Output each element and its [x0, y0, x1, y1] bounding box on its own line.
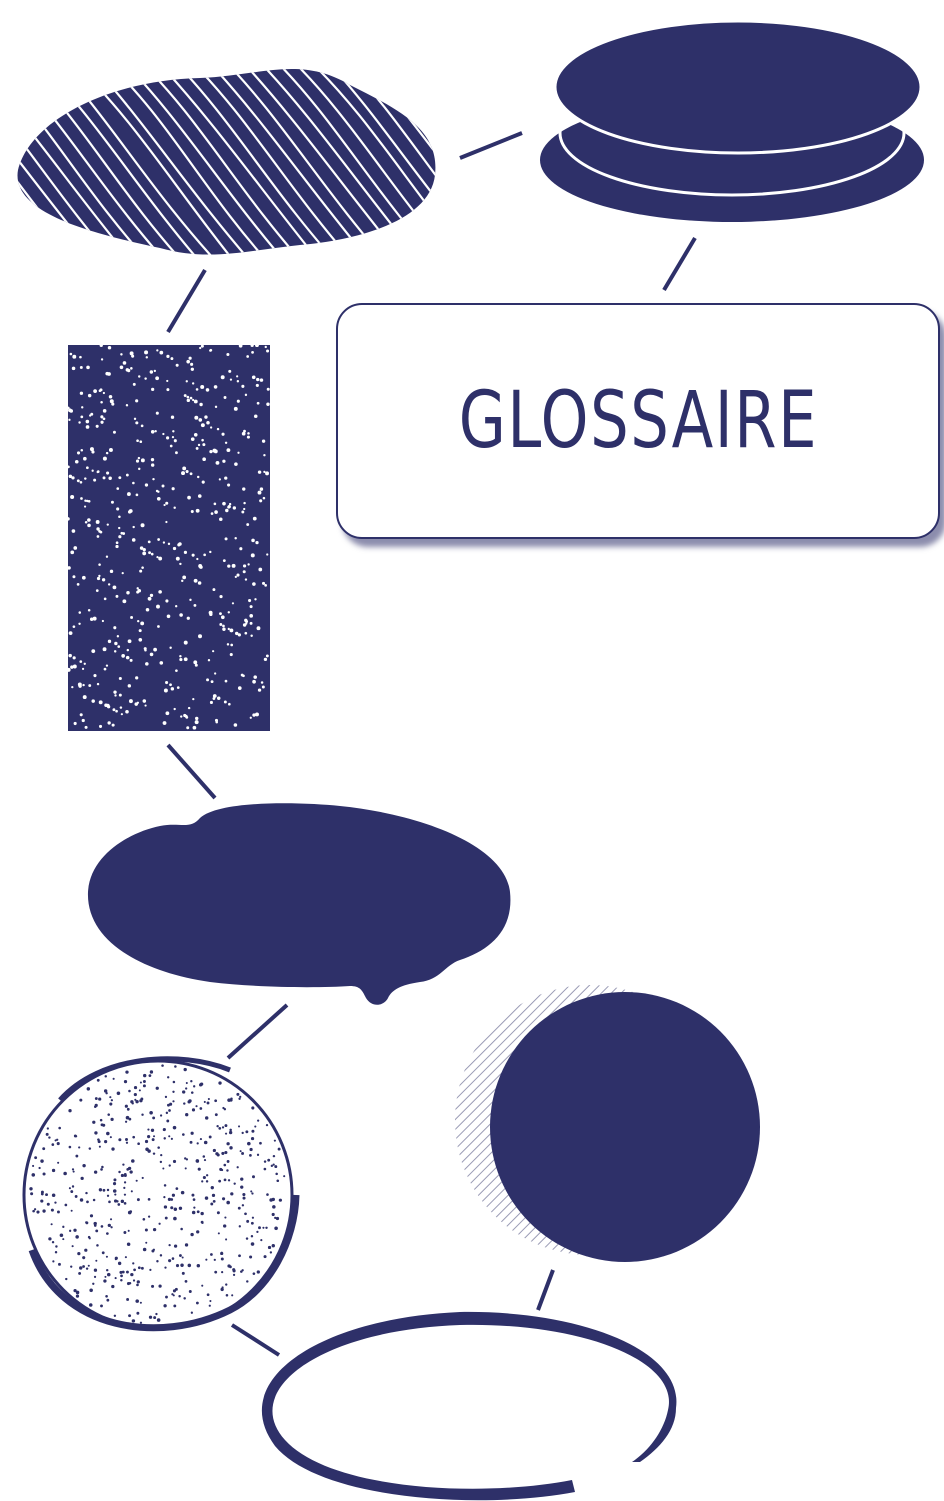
stacked-discs-icon [540, 21, 924, 222]
drip-blob-icon [88, 803, 510, 1004]
open-ring-icon [262, 1312, 677, 1500]
glossary-title-box: GLOSSAIRE [336, 303, 940, 539]
page-title: GLOSSAIRE [458, 376, 817, 466]
moon-circle-icon [455, 985, 760, 1262]
dotted-circle-icon [24, 1059, 296, 1329]
speckled-rectangle-icon [66, 343, 270, 731]
